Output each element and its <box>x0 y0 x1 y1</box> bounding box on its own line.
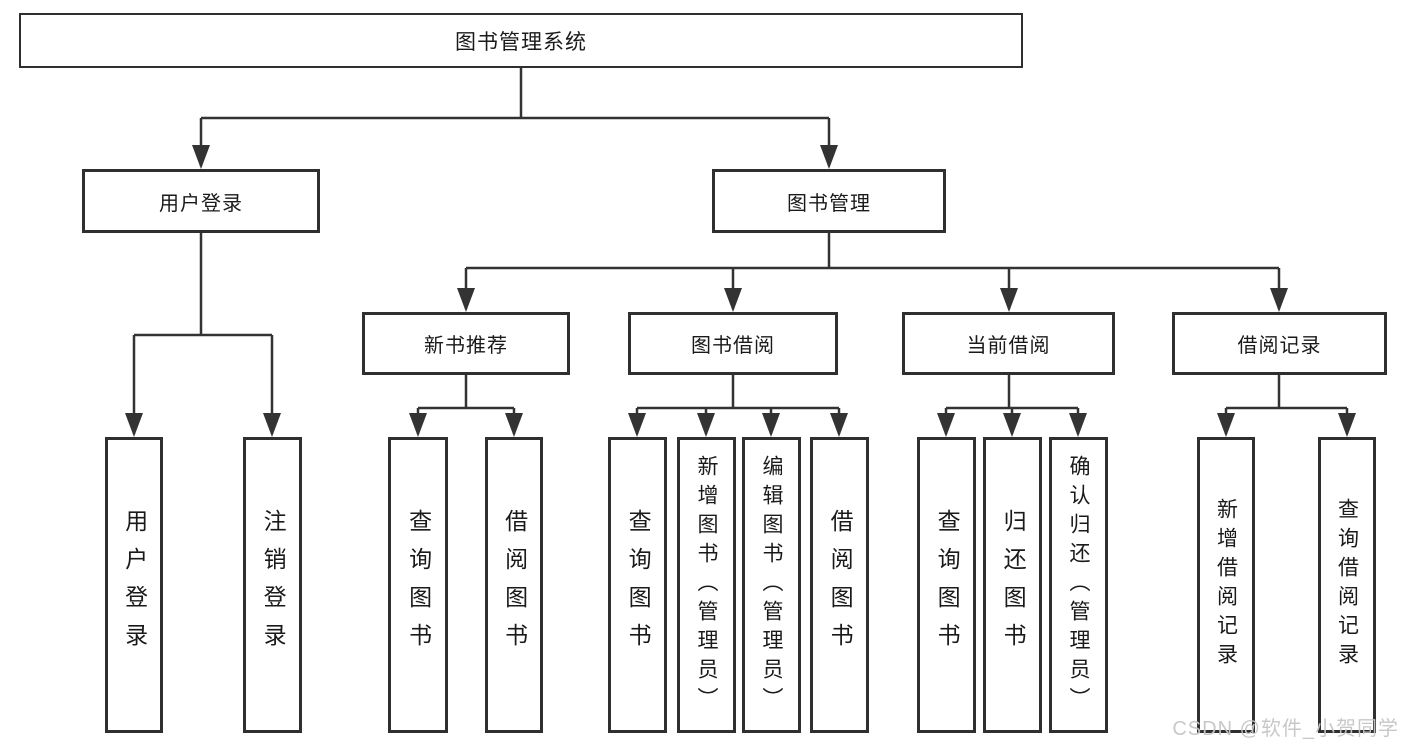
leaf-label: 借阅图书 <box>827 509 854 661</box>
node-new-book-recommend: 新书推荐 <box>362 312 570 375</box>
leaf-label: 查询图书 <box>934 509 961 661</box>
leaf-label: 查询借阅记录 <box>1335 498 1359 672</box>
node-borrow-records: 借阅记录 <box>1172 312 1387 375</box>
arrow-down-icons <box>125 145 1356 437</box>
arrow-down-icon <box>409 413 427 437</box>
arrow-down-icon <box>724 288 742 312</box>
leaf-br-add-record: 新增借阅记录 <box>1197 437 1255 733</box>
node-label: 借阅记录 <box>1237 335 1322 357</box>
arrow-down-icon <box>1003 413 1021 437</box>
leaf-label: 注销登录 <box>260 509 287 661</box>
node-label: 图书管理 <box>787 192 871 215</box>
leaf-bb-query-book: 查询图书 <box>608 437 667 733</box>
leaf-label: 新增图书（管理员） <box>695 454 719 716</box>
node-user-login: 用户登录 <box>82 169 320 233</box>
csdn-watermark: CSDN @软件_小贺同学 <box>1172 718 1399 740</box>
arrow-down-icon <box>505 413 523 437</box>
arrow-down-icon <box>820 145 838 169</box>
node-label: 当前借阅 <box>966 335 1051 357</box>
node-root-system: 图书管理系统 <box>19 13 1023 68</box>
arrow-down-icon <box>457 288 475 312</box>
node-current-borrow: 当前借阅 <box>902 312 1115 375</box>
leaf-cb-confirm-return-admin: 确认归还（管理员） <box>1049 437 1108 733</box>
leaf-bb-borrow-book: 借阅图书 <box>810 437 869 733</box>
node-book-borrow: 图书借阅 <box>628 312 838 375</box>
leaf-user-login: 用户登录 <box>105 437 163 733</box>
leaf-nb-borrow-book: 借阅图书 <box>485 437 543 733</box>
arrow-down-icon <box>697 413 715 437</box>
arrow-down-icon <box>937 413 955 437</box>
leaf-label: 查询图书 <box>625 509 652 661</box>
arrow-down-icon <box>1069 413 1087 437</box>
node-book-management: 图书管理 <box>712 169 946 233</box>
leaf-label: 用户登录 <box>121 509 148 661</box>
arrow-down-icon <box>830 413 848 437</box>
leaf-cb-query-book: 查询图书 <box>917 437 976 733</box>
arrow-down-icon <box>1217 413 1235 437</box>
arrow-down-icon <box>125 413 143 437</box>
leaf-label: 借阅图书 <box>501 509 528 661</box>
leaf-br-query-record: 查询借阅记录 <box>1318 437 1376 733</box>
tree-edges <box>132 68 1349 434</box>
leaf-nb-query-book: 查询图书 <box>388 437 448 733</box>
leaf-bb-add-book-admin: 新增图书（管理员） <box>677 437 736 733</box>
arrow-down-icon <box>1000 288 1018 312</box>
leaf-bb-edit-book-admin: 编辑图书（管理员） <box>742 437 801 733</box>
arrow-down-icon <box>192 145 210 169</box>
leaf-cb-return-book: 归还图书 <box>983 437 1042 733</box>
arrow-down-icon <box>1338 413 1356 437</box>
arrow-down-icon <box>1270 288 1288 312</box>
node-label: 用户登录 <box>159 192 243 215</box>
leaf-label: 编辑图书（管理员） <box>760 454 784 716</box>
node-label: 图书借阅 <box>691 335 775 357</box>
node-label: 新书推荐 <box>424 335 508 357</box>
leaf-logout: 注销登录 <box>243 437 302 733</box>
arrow-down-icon <box>762 413 780 437</box>
arrow-down-icon <box>263 413 281 437</box>
node-root-label: 图书管理系统 <box>455 30 587 54</box>
leaf-label: 确认归还（管理员） <box>1067 454 1091 716</box>
arrow-down-icon <box>628 413 646 437</box>
leaf-label: 新增借阅记录 <box>1214 498 1238 672</box>
leaf-label: 归还图书 <box>1000 509 1027 661</box>
leaf-label: 查询图书 <box>405 509 432 661</box>
